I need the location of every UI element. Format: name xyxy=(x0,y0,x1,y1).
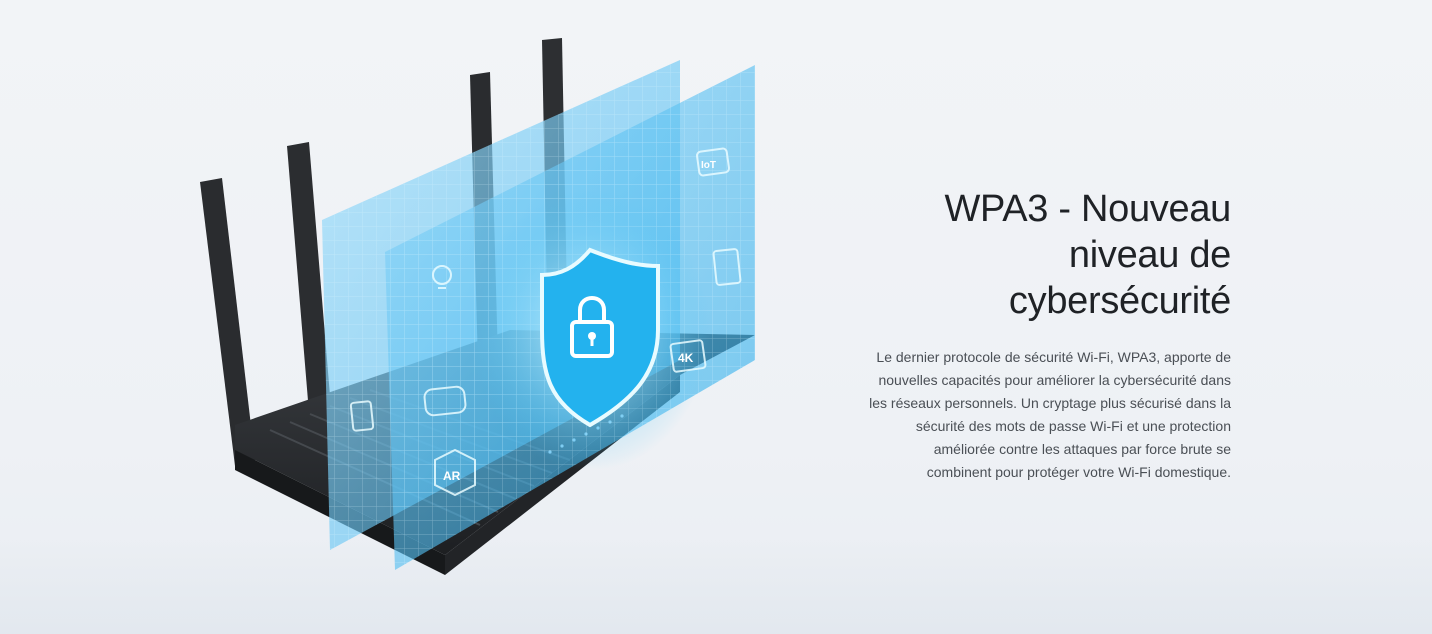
hero-copy: WPA3 - Nouveau niveau de cybersécurité L… xyxy=(811,186,1231,484)
hero-description: Le dernier protocole de sécurité Wi-Fi, … xyxy=(811,346,1231,484)
tablet-icon xyxy=(712,248,742,286)
lightbulb-icon xyxy=(432,265,452,289)
hero-title: WPA3 - Nouveau niveau de cybersécurité xyxy=(811,186,1231,324)
description-line: les réseaux personnels. Un cryptage plus… xyxy=(869,395,1231,411)
wifi-card-icon xyxy=(349,400,375,432)
description-line: combinent pour protéger votre Wi-Fi dome… xyxy=(926,464,1231,480)
4k-icon xyxy=(669,339,707,373)
ar-icon xyxy=(434,448,476,497)
gamepad-icon xyxy=(423,385,467,417)
router-icon: IoT AR 4K xyxy=(200,38,755,575)
shield-lock-icon xyxy=(540,247,660,428)
description-line: sécurité des mots de passe Wi-Fi et une … xyxy=(915,418,1231,434)
hero-title-line: niveau de xyxy=(1068,234,1231,276)
ar-label: AR xyxy=(443,469,461,483)
description-line: améliorée contre les attaques par force … xyxy=(933,441,1231,457)
hero-title-line: WPA3 - Nouveau xyxy=(944,188,1231,230)
router-illustration: IoT AR 4K xyxy=(180,30,780,600)
4k-label: 4K xyxy=(678,351,694,365)
description-line: nouvelles capacités pour améliorer la cy… xyxy=(878,372,1231,388)
floor-glow xyxy=(0,540,1432,634)
iot-icon xyxy=(695,147,731,177)
description-line: Le dernier protocole de sécurité Wi-Fi, … xyxy=(876,349,1231,365)
iot-label: IoT xyxy=(701,160,716,171)
hero-title-line: cybersécurité xyxy=(1008,280,1231,322)
